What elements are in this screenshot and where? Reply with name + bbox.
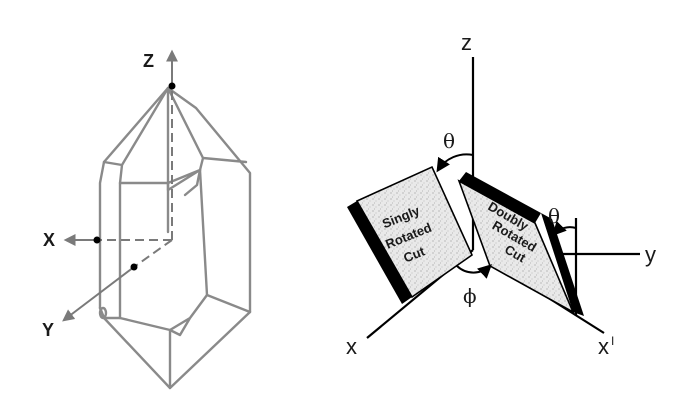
crystal-notch — [183, 168, 202, 197]
z-axis-label: z — [461, 30, 472, 55]
crystal-z-label: Z — [143, 51, 154, 71]
crystal-x-label: X — [43, 230, 55, 250]
crystal-facet-mark — [98, 306, 108, 320]
crystal-top-facets — [102, 86, 248, 192]
crystal-x-point — [93, 236, 101, 244]
doubly-plate-top-edge — [459, 172, 541, 223]
crystal-outline — [98, 86, 252, 390]
doubly-rotated-cut: Doubly Rotated Cut — [457, 172, 584, 316]
theta-label-right: θ — [548, 204, 560, 228]
crystal-z-point — [168, 82, 176, 90]
theta-label-top: θ — [443, 129, 455, 153]
singly-rotated-cut: Singly Rotated Cut — [347, 165, 474, 304]
theta-arc-top — [436, 153, 474, 173]
x-axis-label: x — [346, 334, 357, 359]
crystal-prism-edges — [118, 168, 209, 320]
rotated-cuts: Singly Rotated Cut Doubly Rotated Cut z … — [346, 30, 656, 359]
doubly-plate-face — [457, 179, 575, 314]
theta-arc-right — [552, 221, 577, 237]
crystal-y-point — [130, 263, 138, 271]
doubly-plate-side-edge — [541, 213, 584, 316]
crystal-y-axis-outer — [62, 266, 135, 322]
phi-label: ϕ — [463, 284, 477, 308]
singly-plate-edge — [347, 201, 412, 304]
quartz-crystal: Z X Y — [42, 49, 252, 390]
singly-plate-face — [355, 165, 474, 299]
crystal-y-label: Y — [42, 320, 54, 340]
y-axis-label: y — [645, 242, 656, 267]
crystal-y-axis-inner — [133, 239, 173, 268]
phi-arc — [456, 264, 493, 279]
x-prime-mark: I — [611, 334, 614, 348]
crystal-bottom-facets — [98, 293, 252, 390]
